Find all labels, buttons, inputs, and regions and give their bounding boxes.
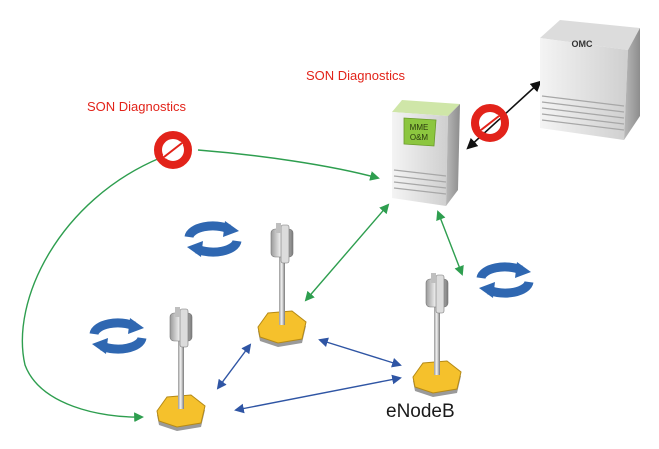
cycle-arrows-icon bbox=[187, 221, 239, 257]
omc-label: OMC bbox=[572, 39, 593, 49]
mme-server-icon: MME O&M bbox=[392, 100, 460, 206]
enodeb-station-right-icon bbox=[412, 272, 462, 398]
mme-label: MME bbox=[410, 123, 429, 132]
cycle-arrows-icon bbox=[92, 318, 144, 354]
link-mme-to-enodeb-center bbox=[304, 203, 390, 302]
link-left-to-center bbox=[216, 343, 252, 390]
enodeb-station-center-icon bbox=[257, 222, 307, 348]
enodeb-station-left-icon bbox=[156, 306, 206, 432]
son-diagnostic-ring-icon bbox=[475, 108, 505, 138]
son-diagnostics-label-left: SON Diagnostics bbox=[87, 99, 186, 114]
link-left-to-right bbox=[234, 374, 402, 414]
om-label: O&M bbox=[410, 133, 429, 142]
link-center-to-right bbox=[318, 337, 402, 368]
enodeb-label: eNodeB bbox=[386, 401, 455, 422]
cycle-arrows-icon bbox=[479, 262, 531, 298]
link-son-to-enodeb-left bbox=[21, 157, 161, 423]
link-mme-to-enodeb-right bbox=[436, 210, 464, 276]
son-diagnostic-ring-icon bbox=[158, 135, 188, 165]
son-diagnostics-label-top: SON Diagnostics bbox=[306, 68, 405, 83]
omc-server-icon: OMC bbox=[540, 20, 640, 140]
link-son-to-mme bbox=[197, 149, 380, 181]
